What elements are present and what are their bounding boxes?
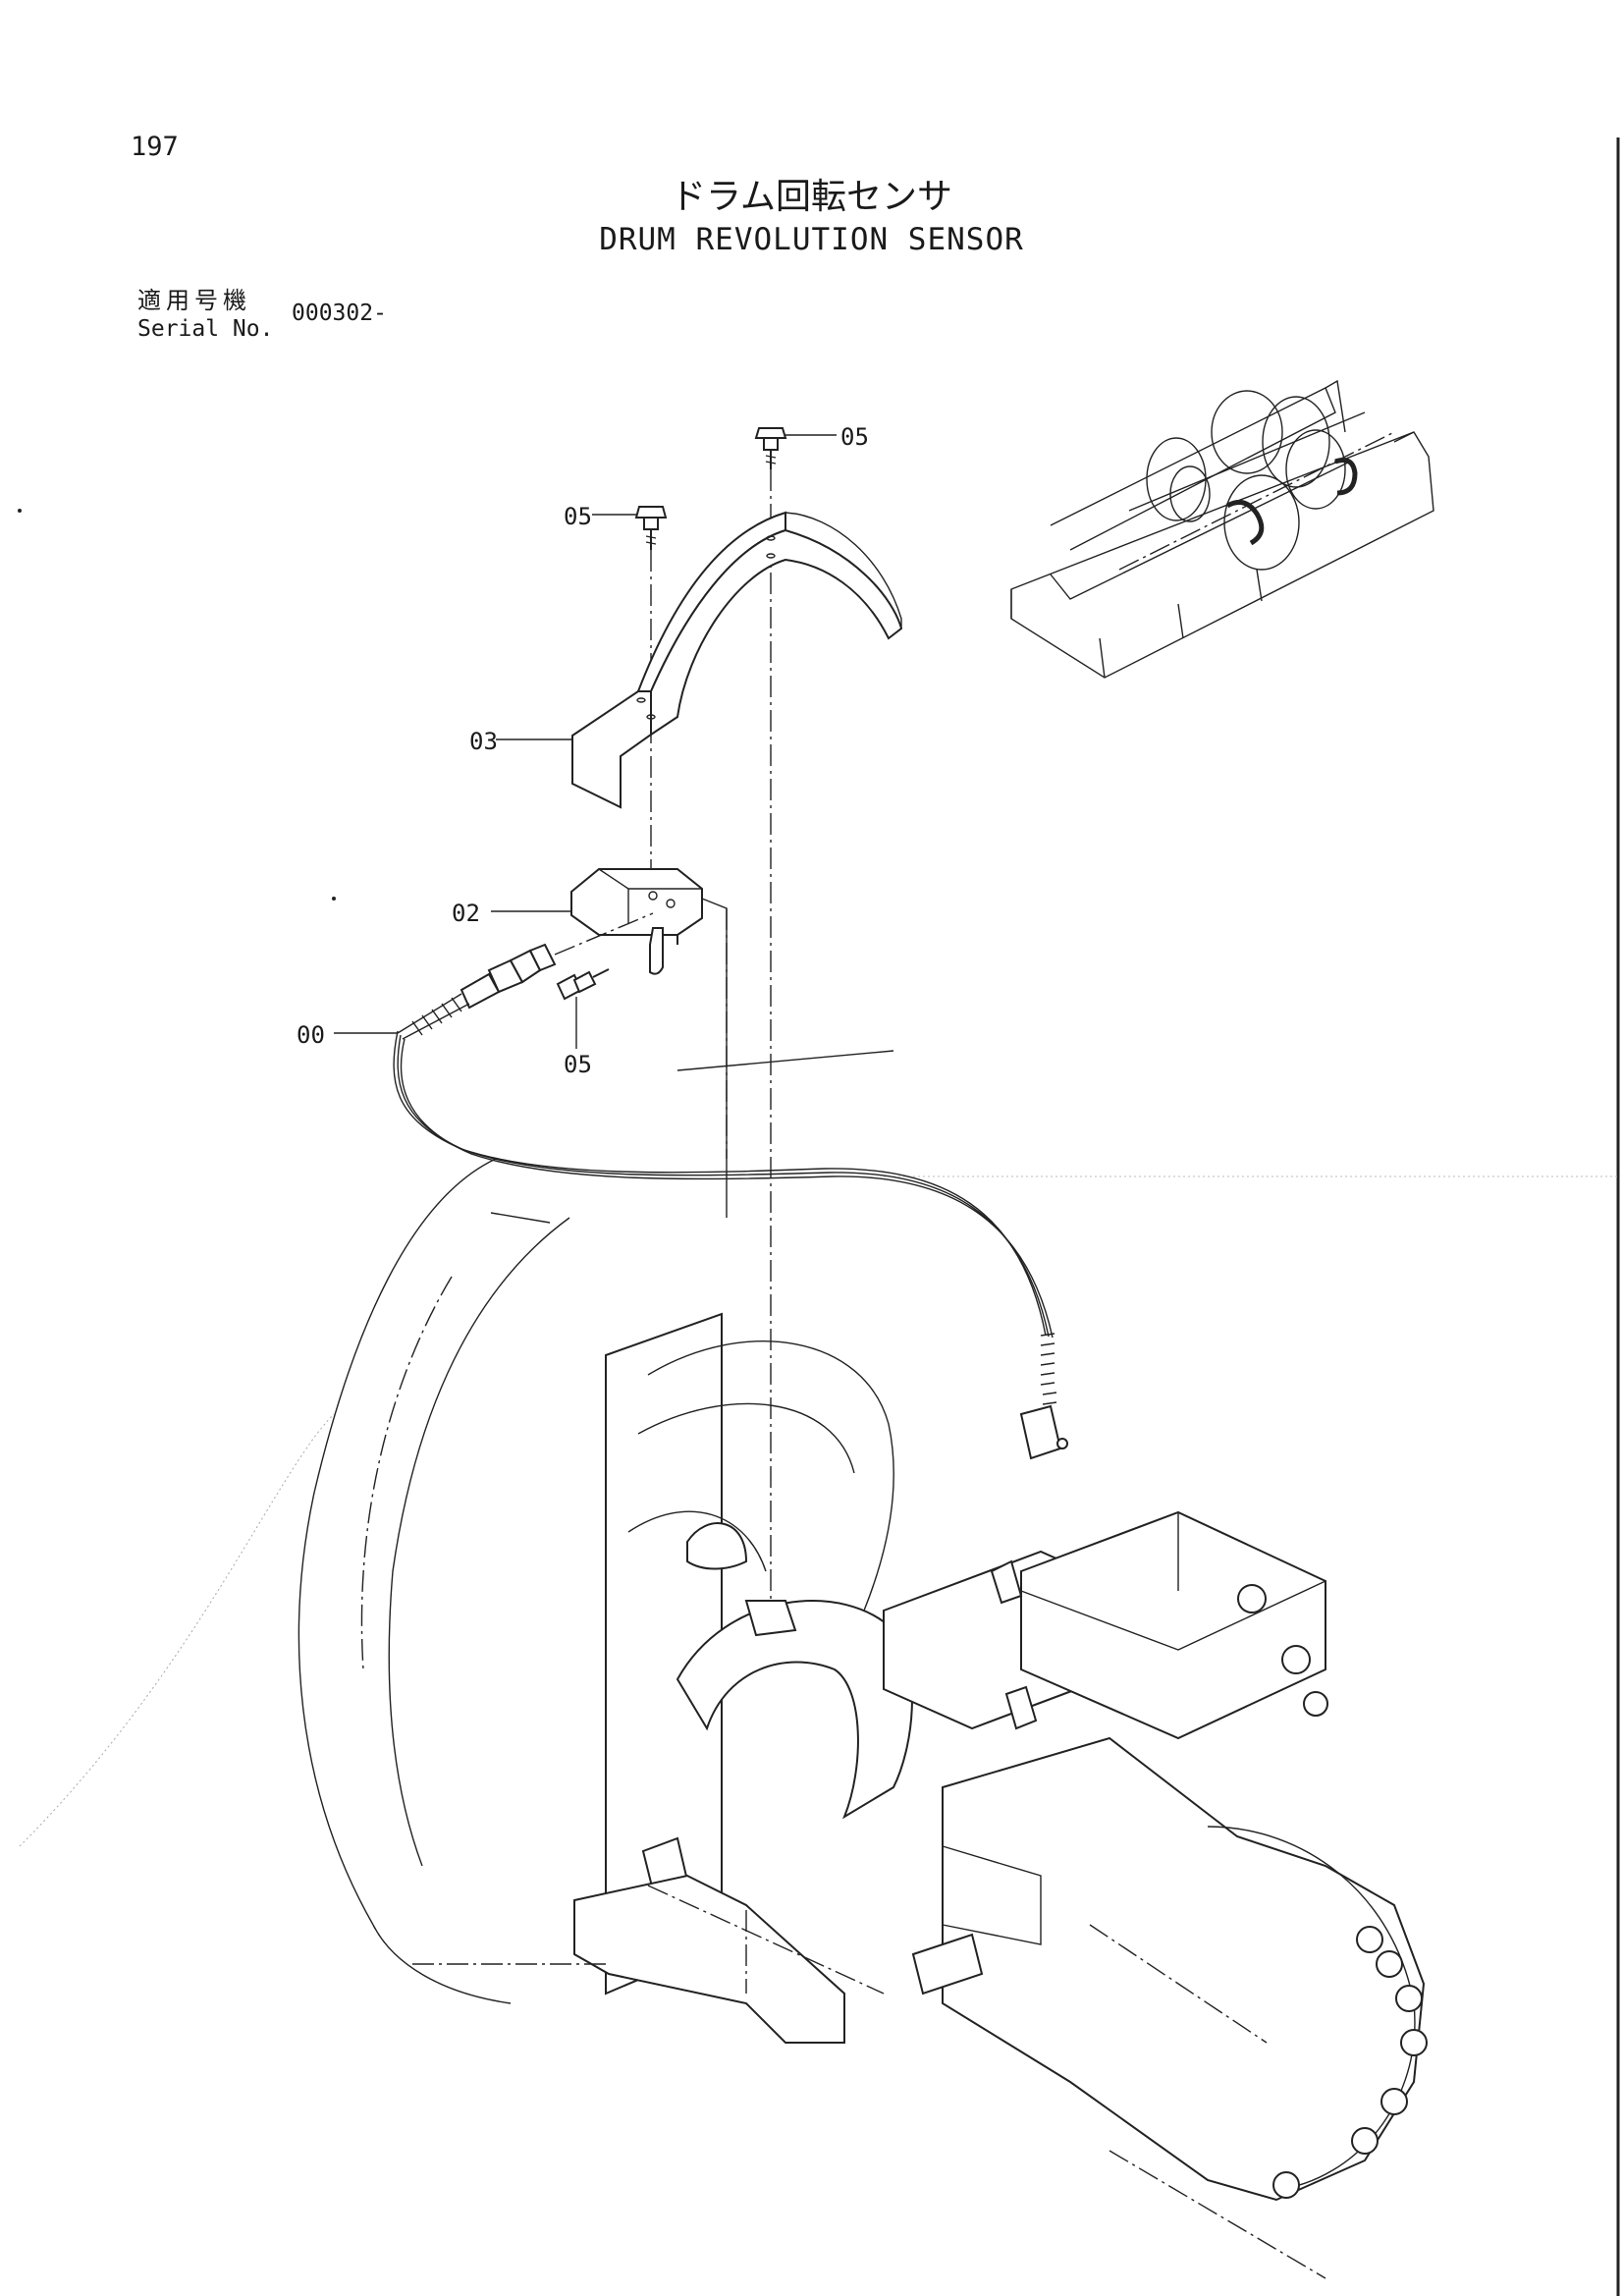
bolt-05-lower (556, 968, 610, 1001)
page-title-english: DRUM REVOLUTION SENSOR (599, 222, 1024, 257)
sensor-bracket-part-02 (570, 868, 703, 975)
page-number: 197 (131, 132, 179, 162)
bolt-05-left (634, 506, 668, 550)
callout-bolt-05-lower: 05 (564, 1051, 592, 1078)
serial-label-english: Serial No. (137, 316, 274, 342)
callout-sensor-00: 00 (297, 1021, 325, 1049)
callout-bolt-05-left: 05 (564, 503, 592, 530)
revolution-sensor-part-00 (393, 912, 1068, 1460)
callout-bolt-05-top: 05 (840, 423, 869, 451)
location-inset-drawing (1010, 379, 1434, 679)
serial-label-japanese: 適用号機 (137, 287, 251, 314)
drum-cover-part-03 (571, 511, 903, 809)
page-title-japanese: ドラム回転センサ (671, 177, 952, 217)
serial-number-value: 000302- (292, 301, 387, 326)
callout-cover-03: 03 (469, 728, 498, 755)
callout-bracket-02: 02 (452, 900, 480, 927)
drum-and-motor-assembly (19, 1050, 1428, 2279)
bolt-05-top (754, 427, 787, 469)
